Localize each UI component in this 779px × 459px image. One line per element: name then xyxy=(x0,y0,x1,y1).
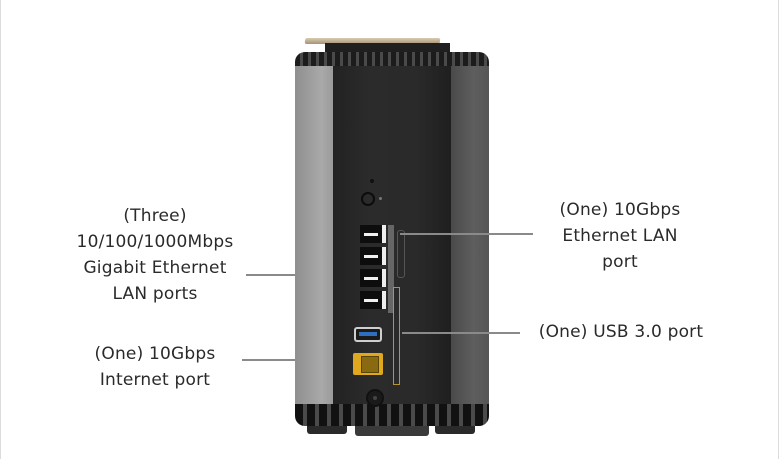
label-usb-port: (One) USB 3.0 port xyxy=(526,319,716,345)
label-line: (One) 10Gbps xyxy=(94,344,216,364)
ethernet-port-lan-3-icon xyxy=(360,291,386,309)
reset-pinhole-icon xyxy=(370,179,374,183)
status-led-icon xyxy=(379,197,382,200)
label-line: 10/100/1000Mbps xyxy=(76,232,234,252)
power-button-icon xyxy=(361,192,375,206)
label-line: Ethernet LAN xyxy=(562,226,678,246)
leader-line-10g-lan xyxy=(400,233,533,235)
internet-label-strip xyxy=(393,287,400,385)
leader-line-usb xyxy=(402,332,520,334)
lan-port-strip xyxy=(388,225,394,313)
top-vent xyxy=(295,52,489,66)
label-line: port xyxy=(602,252,638,272)
label-line: LAN ports xyxy=(112,284,198,304)
ethernet-port-lan-1-icon xyxy=(360,247,386,265)
leader-line-gigabit-lan xyxy=(246,274,341,276)
usb-port-icon xyxy=(354,327,382,342)
label-line: (One) USB 3.0 port xyxy=(538,322,704,342)
body-left-panel xyxy=(295,66,333,404)
body-right-panel xyxy=(451,66,489,404)
bottom-vent xyxy=(295,404,489,426)
label-internet-port: (One) 10Gbps Internet port xyxy=(40,341,270,393)
foot-left xyxy=(307,426,347,434)
internet-port-icon xyxy=(353,353,383,375)
label-line: Internet port xyxy=(99,370,211,390)
label-line: (Three) xyxy=(123,206,187,226)
label-10g-lan-port: (One) 10Gbps Ethernet LAN port xyxy=(520,197,720,275)
label-line: (One) 10Gbps xyxy=(559,200,681,220)
foot-center xyxy=(355,426,429,436)
foot-right xyxy=(435,426,475,434)
ethernet-port-lan-2-icon xyxy=(360,269,386,287)
lan-label-plate xyxy=(397,230,405,278)
label-gigabit-lan-ports: (Three) 10/100/1000Mbps Gigabit Ethernet… xyxy=(40,203,270,307)
dc-power-jack-icon xyxy=(366,389,384,407)
router-device xyxy=(295,38,489,440)
ethernet-port-10g-icon xyxy=(360,225,386,243)
label-line: Gigabit Ethernet xyxy=(83,258,227,278)
